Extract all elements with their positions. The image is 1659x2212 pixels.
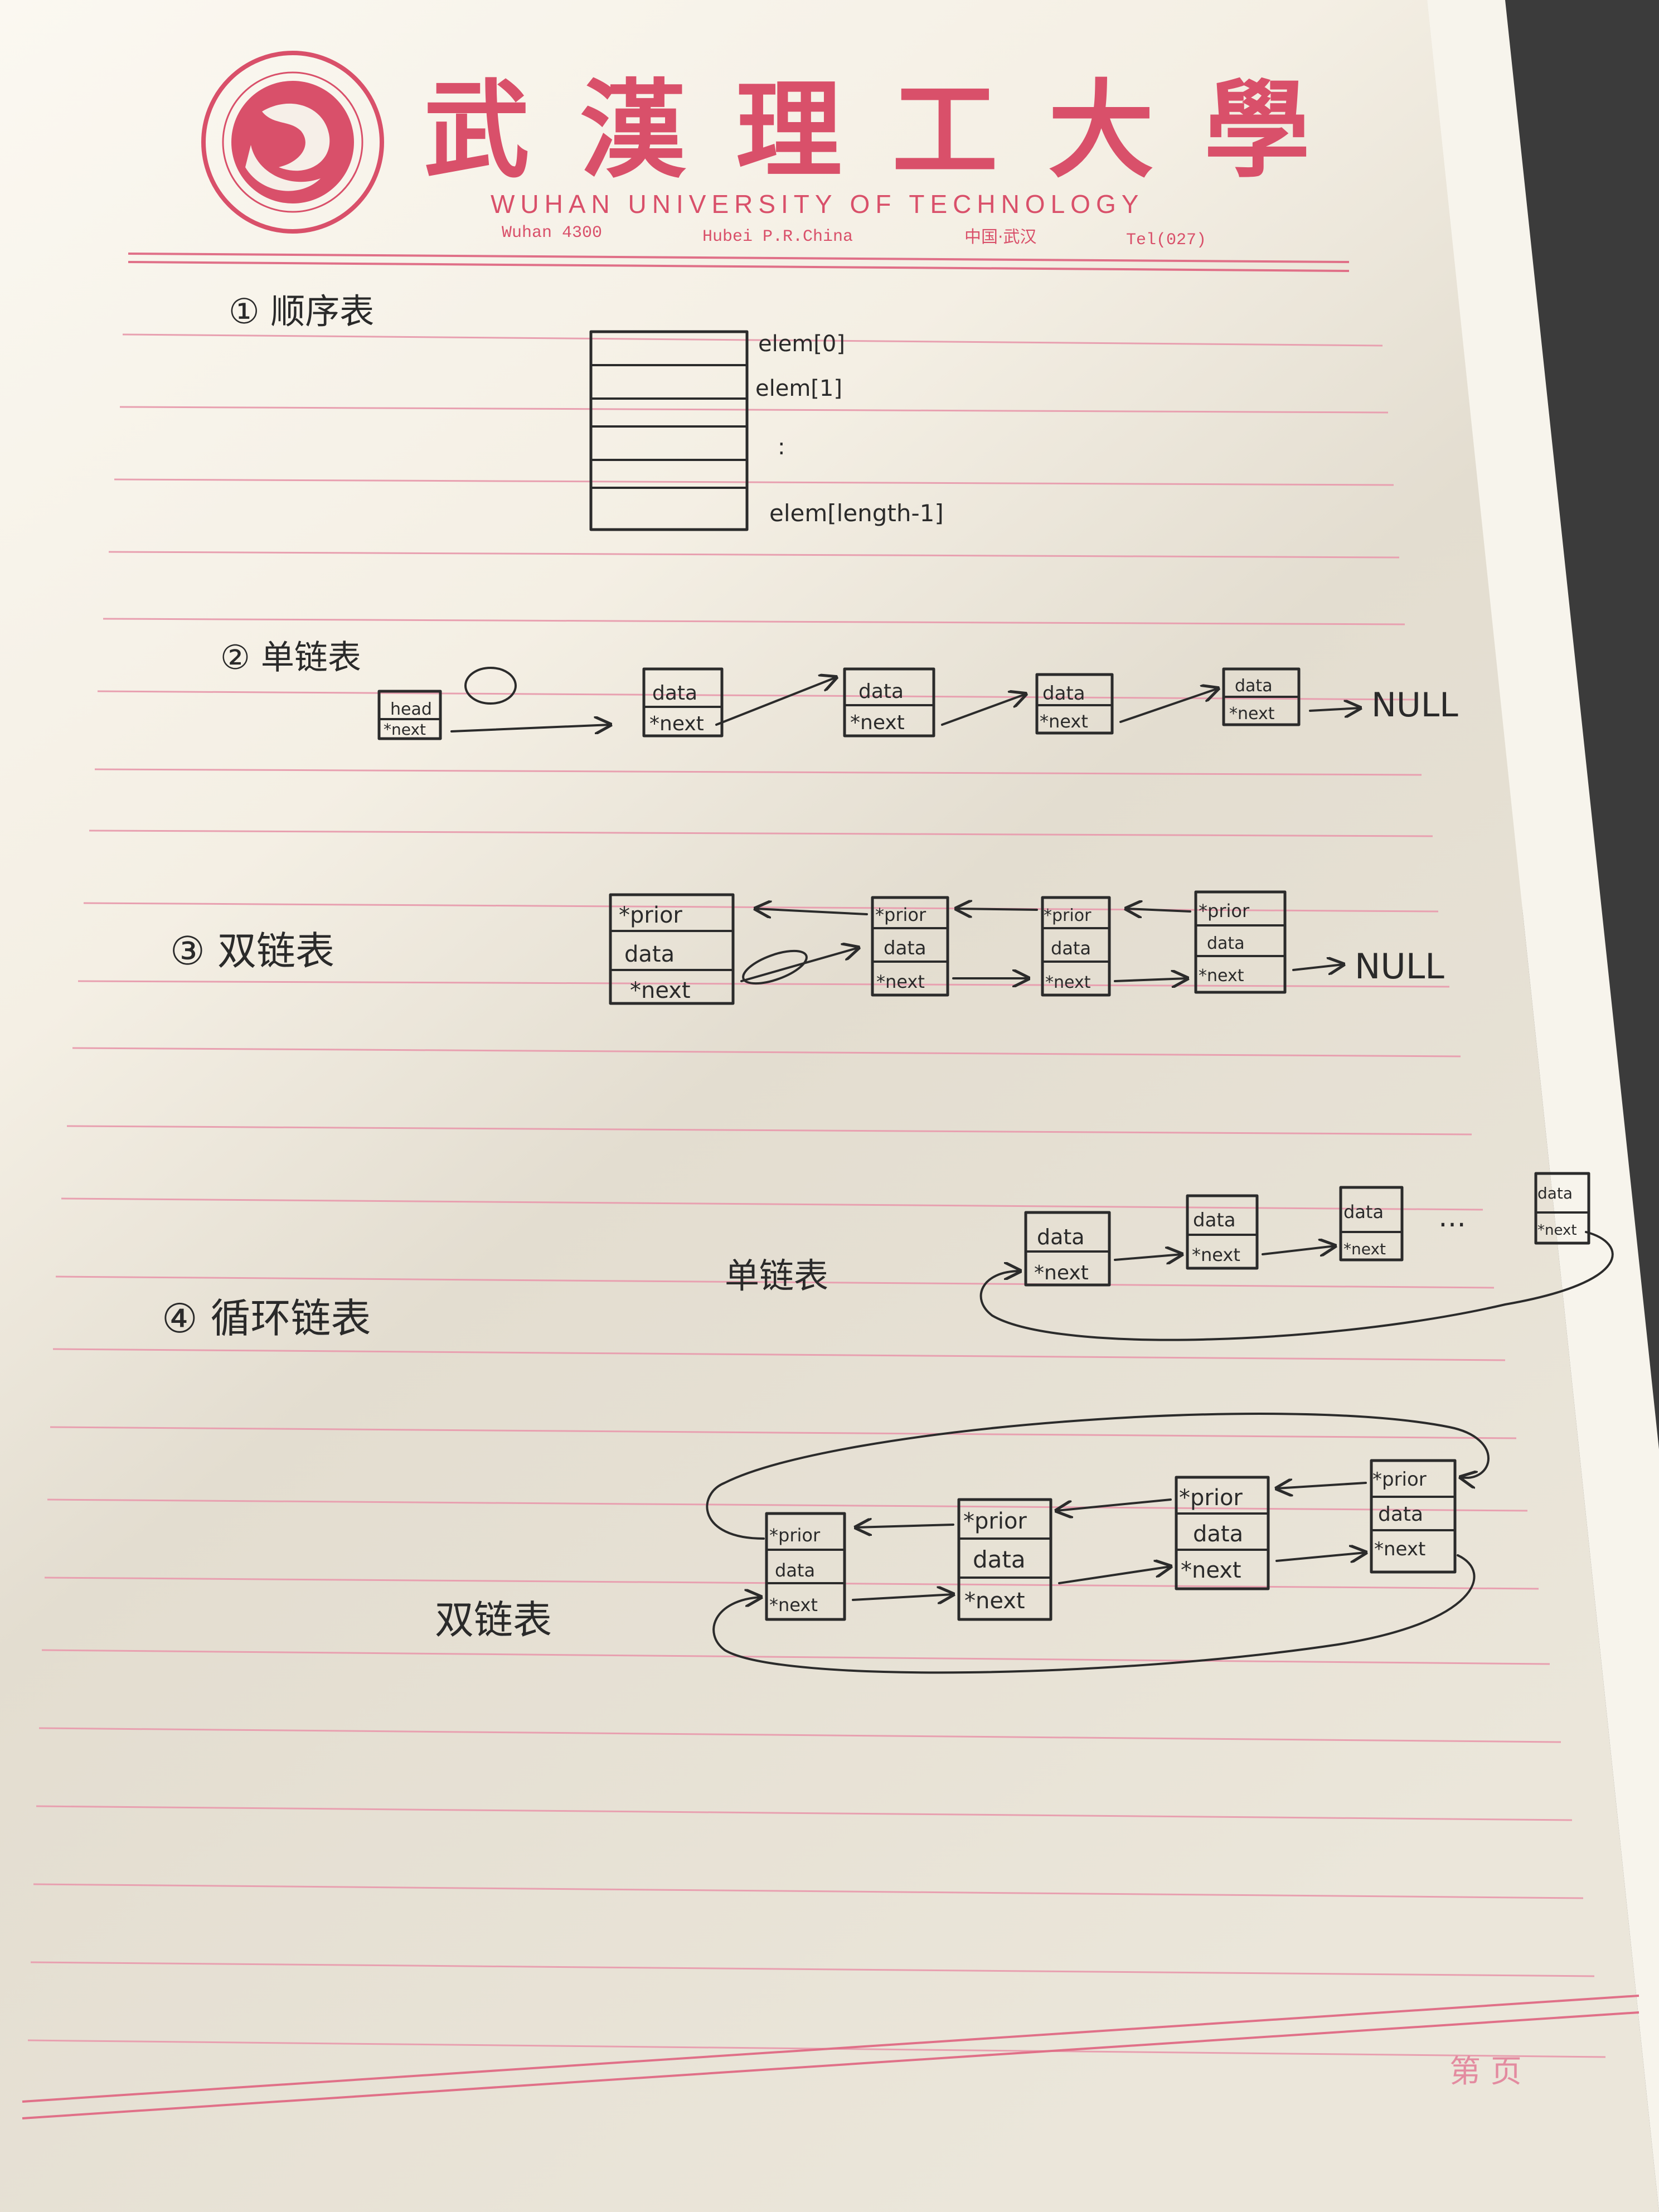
sll-node-1-data: data [652,682,697,705]
dll-node-3-prior: *prior [1044,906,1092,925]
csll-node-2 [1186,1194,1259,1270]
cdll-node-4-prior: *prior [1372,1468,1427,1491]
address-left: Wuhan 4300 [502,224,602,242]
cdll-node-2-prior: *prior [963,1508,1027,1534]
array-label-1: elem[1] [755,376,842,401]
header-rule [128,253,1350,263]
scribble [464,667,517,705]
dll-node-2-prior: *prior [875,904,926,925]
sll-node-2-data: data [858,680,904,703]
csll-node-2-data: data [1193,1209,1236,1231]
circular-single-label: 单链表 [725,1255,828,1296]
dll-node-3 [1041,896,1111,997]
ruled-lines [27,333,1606,2058]
circular-double-label: 双链表 [435,1597,552,1643]
cdll-node-3 [1175,1476,1270,1590]
dll-node-3-next: *next [1045,973,1091,992]
cdll-node-1-next: *next [769,1594,818,1616]
dll-node-1 [609,893,735,1005]
sll-node-2-next: *next [850,711,905,734]
sll-node-4-next: *next [1229,704,1275,724]
array-label-dots: : [778,434,785,460]
csll-node-3 [1339,1186,1404,1262]
sll-node-3-next: *next [1040,711,1088,732]
section4-heading: ④ 循环链表 [162,1295,371,1342]
csll-node-3-next: *next [1343,1240,1386,1258]
dll-node-4-prior: *prior [1199,900,1250,921]
array-label-0: elem[0] [758,331,845,357]
address-cn: 中国·武汉 [964,227,1037,247]
sll-node-3-data: data [1042,682,1085,705]
dll-node-4 [1194,890,1287,994]
university-seal-logo [201,51,384,234]
cdll-node-2 [957,1498,1052,1621]
address-mid: Hubei P.R.China [702,227,853,246]
head-node [377,690,442,740]
cdll-node-3-next: *next [1181,1558,1241,1583]
cdll-node-2-data: data [973,1546,1026,1573]
array-label-last: elem[length-1] [769,499,944,527]
dll-node-1-prior: *prior [619,903,682,928]
sll-node-3 [1035,673,1114,735]
dll-node-1-data: data [624,942,675,967]
sll-node-2 [843,667,935,738]
head-node-label: head [390,700,432,719]
university-cn-name: 武漢理工大學 [424,68,1360,192]
csll-node-1 [1024,1211,1111,1287]
dll-node-1-next: *next [630,978,691,1003]
sll-node-1-next: *next [649,712,704,735]
dll-node-2-next: *next [876,971,925,992]
csll-node-1-data: data [1037,1225,1085,1249]
csll-node-3-data: data [1343,1201,1384,1223]
head-node-next: *next [384,720,426,739]
cdll-node-3-data: data [1193,1521,1243,1547]
tel: Tel(027) [1126,231,1206,250]
university-en-name: WUHAN UNIVERSITY OF TECHNOLOGY [491,190,1144,219]
cdll-node-4-next: *next [1374,1538,1425,1560]
sll-null: NULL [1371,686,1458,725]
cdll-node-1 [765,1512,846,1621]
csll-ellipsis: … [1438,1201,1466,1233]
section2-heading: ② 单链表 [220,638,361,677]
doubly-linked-list-diagram: *prior data *next *prior data *next *pri… [609,890,1444,1005]
cdll-node-1-prior: *prior [769,1525,821,1546]
csll-node-4 [1534,1172,1590,1245]
dll-null: NULL [1355,946,1444,987]
cdll-node-3-prior: *prior [1179,1485,1243,1511]
csll-node-2-next: *next [1192,1244,1240,1265]
cdll-node-4-data: data [1378,1503,1423,1526]
footer-rule [22,1995,1639,2103]
circular-singly-linked-list-diagram: data *next data *next data *next … data … [979,1172,1614,1341]
section3-heading: ③ 双链表 [170,928,334,974]
csll-node-1-next: *next [1034,1262,1089,1284]
cdll-node-1-data: data [775,1560,815,1581]
sll-node-1 [642,667,724,738]
section1-heading: ① 顺序表 [229,291,374,332]
dll-node-3-data: data [1051,938,1091,959]
cdll-node-4 [1370,1459,1457,1574]
dll-node-4-next: *next [1199,966,1244,986]
dll-node-2 [871,896,949,997]
cdll-node-2-next: *next [964,1588,1025,1614]
csll-node-4-next: *next [1537,1222,1577,1239]
sequential-array-diagram [589,330,749,531]
page-number-label: 第 页 [1449,2054,1522,2090]
dll-node-4-data: data [1207,934,1245,953]
csll-node-4-data: data [1537,1184,1573,1202]
circular-doubly-linked-list-diagram: *prior data *next *prior data *next *pri… [706,1413,1490,1674]
sll-node-4-data: data [1235,676,1273,696]
dll-node-2-data: data [884,937,926,959]
singly-linked-list-diagram: head *next data *next data *next data *n… [377,667,1458,740]
